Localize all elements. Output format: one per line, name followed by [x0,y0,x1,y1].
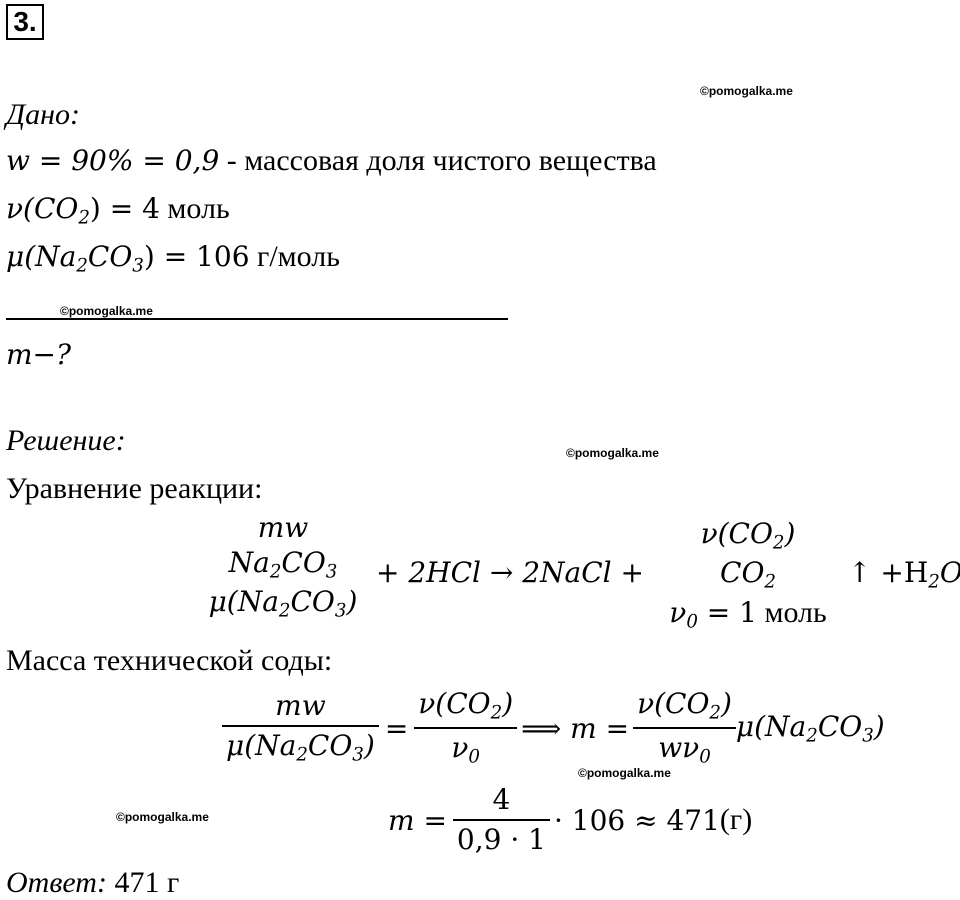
molar-mass-sub2: 3 [132,255,144,277]
reaction-left-stack: mw Na2CO3 μ(Na2CO3) [198,510,368,623]
calculation-formula: m = 4 0,9 · 1 · 106 ≈ 471 (г) [388,778,752,862]
watermark: ©pomogalka.me [116,810,209,824]
reaction-left-top: mw [257,511,309,544]
reaction-middle: + 2HCl → 2NaCl + [376,556,644,589]
molar-mass-lhs: μ(Na [6,240,77,273]
given-line-moles: ν(CO2) = 4 моль [6,192,230,228]
molar-mass-mid: CO [87,240,133,273]
fraction-result: ν(CO2) wν0 [633,687,736,769]
problem-number: 3. [6,4,44,40]
answer-line: Ответ: 471 г [6,866,179,900]
fraction-moles: ν(CO2) ν0 [414,687,518,769]
reaction-right-top: ν(CO2) [700,517,796,554]
calc-rest: · 106 ≈ 471 [553,803,720,837]
given-mass-fraction-text: - массовая доля чистого вещества [219,144,657,177]
reaction-left-bottom: μ(Na2CO3) [208,585,358,622]
molar-mass-unit: г/моль [249,240,340,273]
solution-label: Решение: [6,424,126,457]
equals-sign: = [384,711,409,745]
watermark: ©pomogalka.me [60,304,153,318]
reaction-right-bottom: ν0 = 1 моль [669,596,827,633]
find-line: m−? [6,338,72,371]
given-line-molar-mass: μ(Na2CO3) = 106 г/моль [6,240,340,276]
watermark: ©pomogalka.me [578,766,671,780]
moles-sub: 2 [78,207,90,229]
reaction-right-mid: CO2 [720,556,776,593]
watermark: ©pomogalka.me [566,446,659,460]
moles-unit: моль [159,192,230,225]
molar-mass-sub1: 2 [76,255,88,277]
implies-m-equals: ⟹ m = [521,711,630,745]
watermark: ©pomogalka.me [700,84,793,98]
mass-title: Масса технической соды: [6,644,333,677]
calc-lhs: m = [388,803,447,837]
reaction-left-mid: Na2CO3 [228,546,338,583]
moles-rhs: ) = 4 [89,192,160,225]
divider-line [6,318,508,320]
reaction-right-stack: ν(CO2) CO2 ν0 = 1 моль [648,516,848,635]
reaction-title: Уравнение реакции: [6,472,263,505]
formula-tail: μ(Na2CO3) [735,709,885,747]
molar-mass-rhs: ) = 106 [143,240,250,273]
moles-lhs: ν(CO [6,192,79,225]
reaction-tail: ↑ +H2O [848,556,960,593]
calc-unit: (г) [719,803,753,836]
given-label: Дано: [6,98,80,131]
answer-label: Ответ: [6,866,107,899]
answer-value: 471 г [106,866,180,899]
given-mass-fraction-math: w = 90% = 0,9 [6,144,220,177]
fraction-mw: mw μ(Na2CO3) [222,689,379,767]
main-formula: mw μ(Na2CO3) = ν(CO2) ν0 ⟹ m = ν(CO2) wν… [222,687,885,769]
calc-fraction: 4 0,9 · 1 [452,783,550,856]
given-line-mass-fraction: w = 90% = 0,9 - массовая доля чистого ве… [6,144,657,178]
